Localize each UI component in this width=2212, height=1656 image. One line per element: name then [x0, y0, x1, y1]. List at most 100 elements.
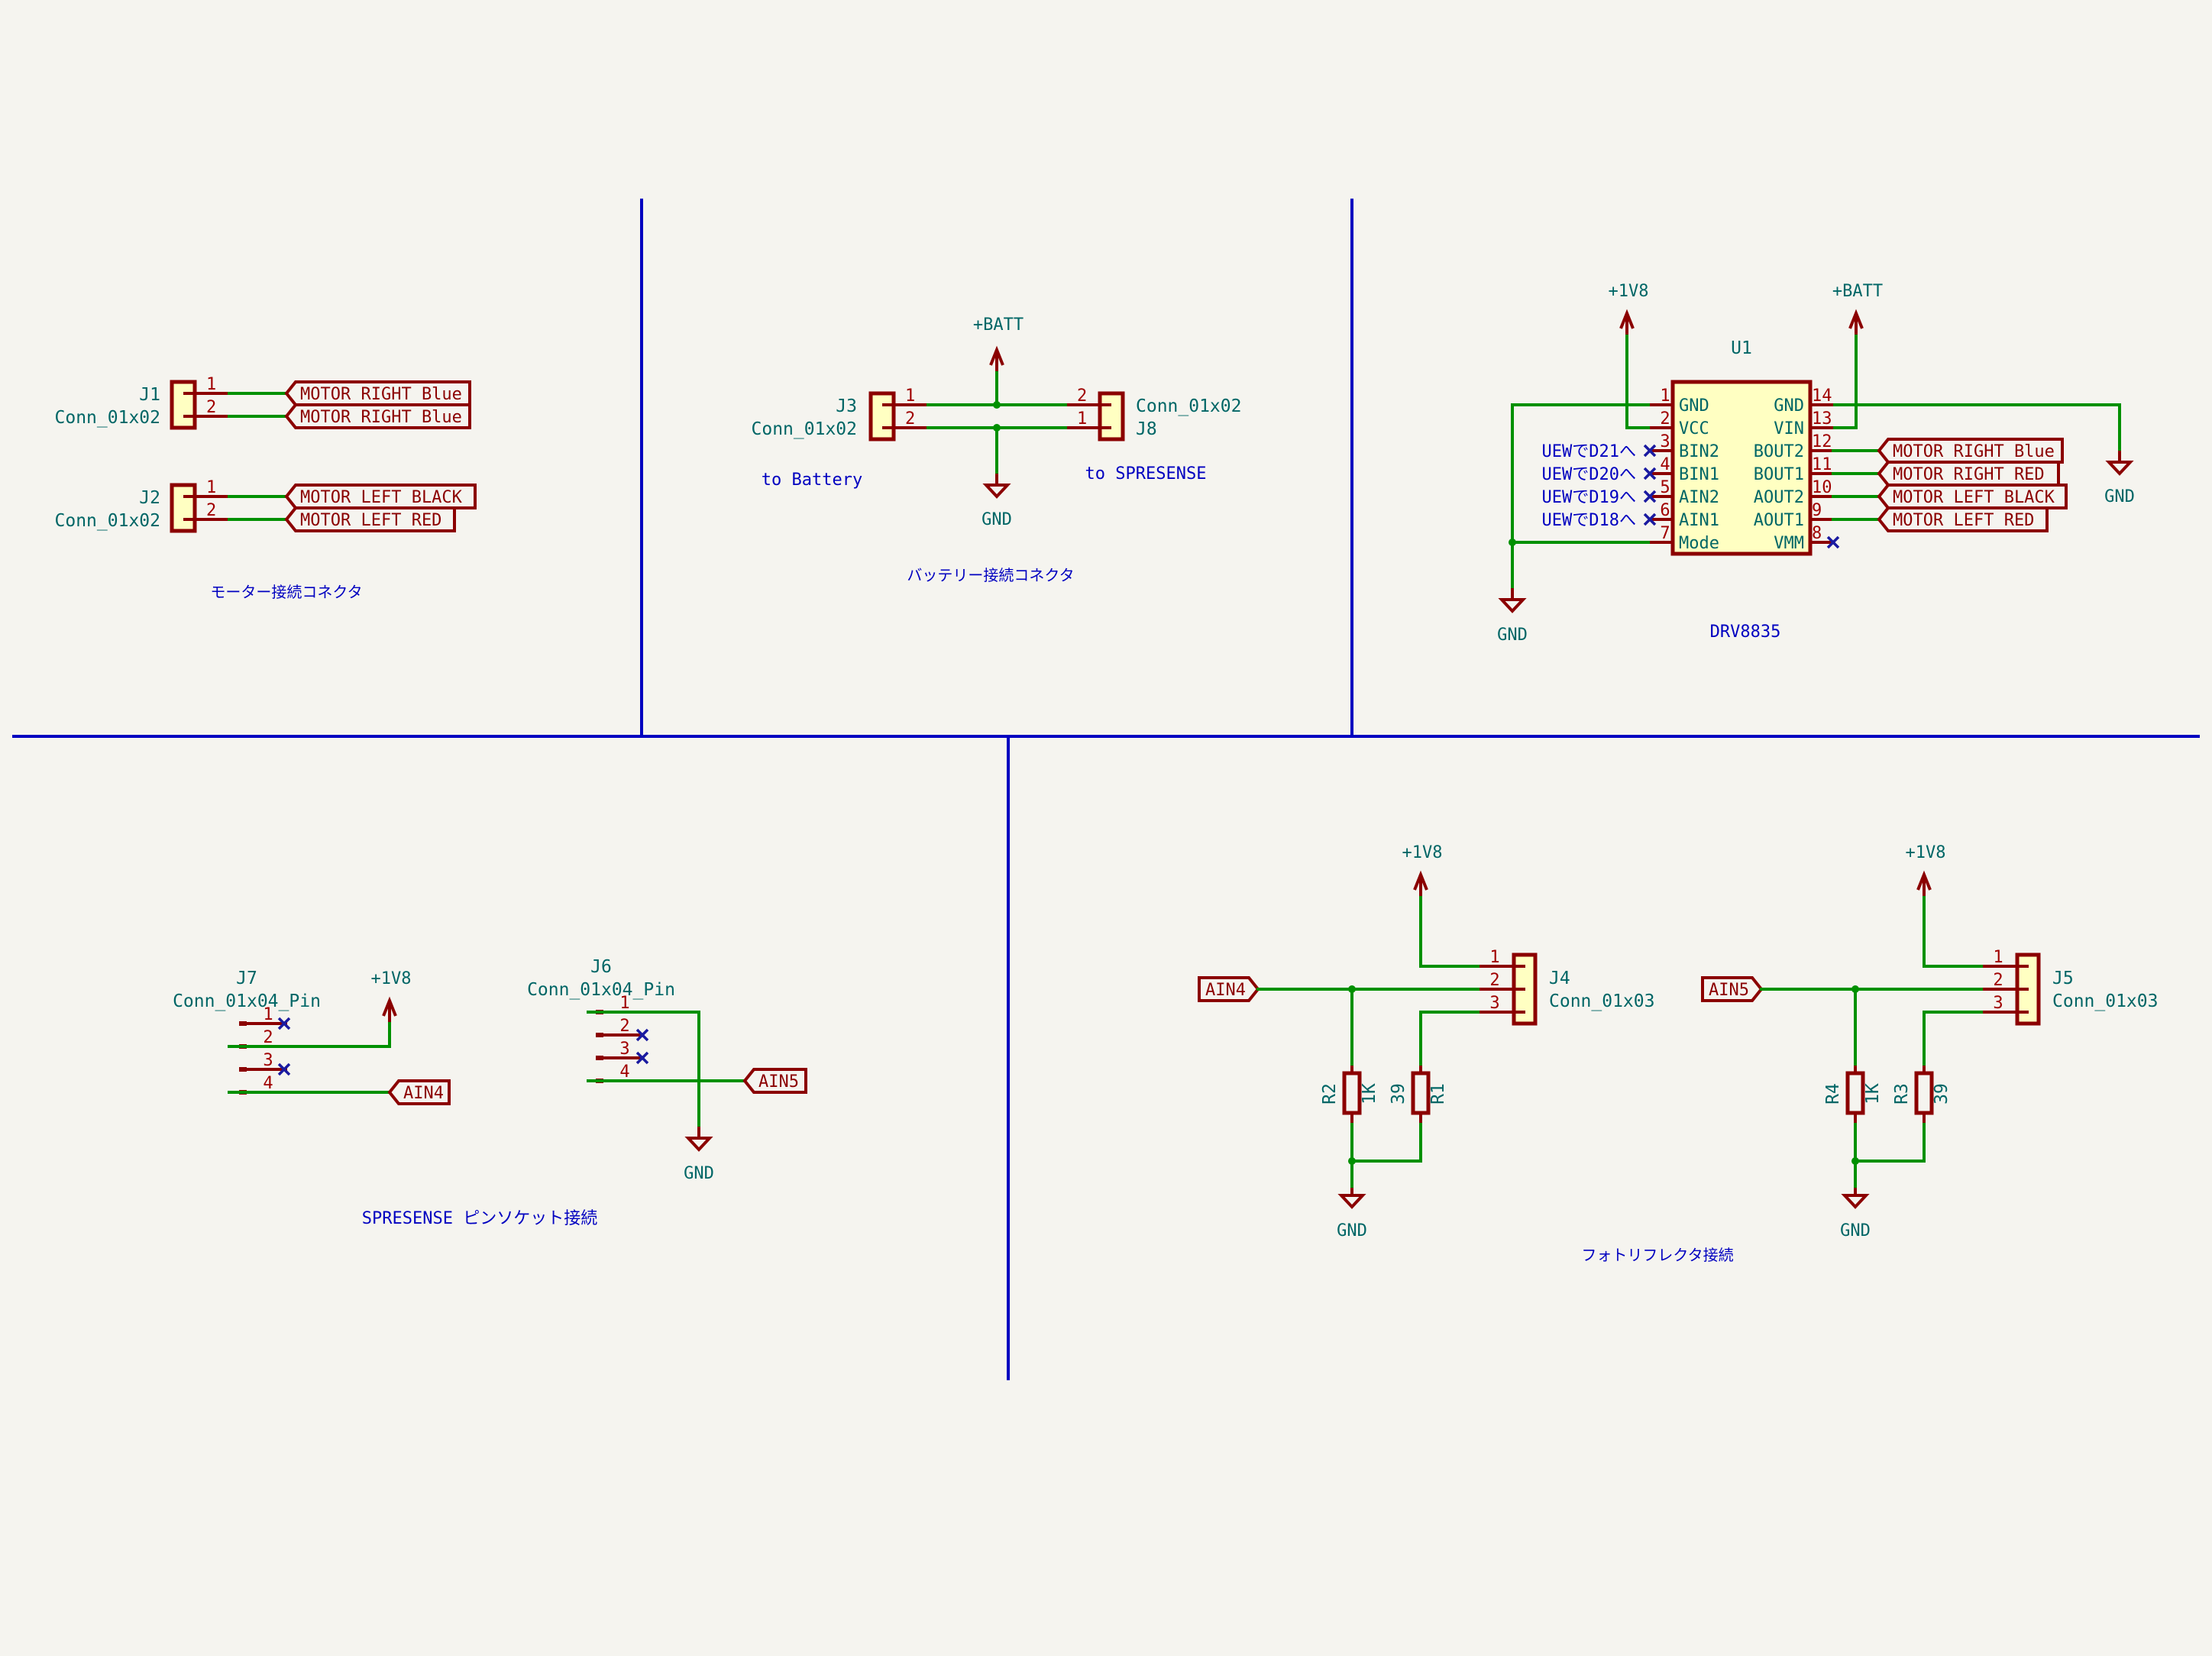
pin-number: 3	[1489, 994, 1499, 1013]
net-label-ain5-j6[interactable]: AIN5	[742, 1068, 807, 1094]
ic-u1-drv8835[interactable]: U1 DRV8835	[1670, 338, 1813, 642]
net-label-ain4[interactable]: AIN4	[1198, 976, 1260, 1002]
section-title-battery: バッテリー接続コネクタ	[907, 566, 1074, 584]
svg-text:+1V8: +1V8	[1402, 843, 1443, 862]
connector-j7[interactable]: J7 Conn_01x04_Pin	[173, 969, 321, 1011]
pin-number: 1	[206, 375, 216, 394]
value-j2: Conn_01x02	[55, 511, 160, 531]
net-label[interactable]: MOTOR RIGHT RED	[1877, 461, 2060, 487]
svg-text:+1V8: +1V8	[371, 969, 412, 988]
header-pin-2[interactable]: 2	[596, 1017, 649, 1042]
no-connect-icon	[277, 1017, 291, 1030]
net-label-motor-right-blue-2[interactable]: MOTOR RIGHT Blue	[284, 403, 471, 429]
pin-name: AOUT1	[1754, 511, 1804, 530]
pin-number: 10	[1812, 478, 1832, 497]
pin-number: 2	[206, 501, 216, 520]
pin-name: AIN1	[1679, 511, 1719, 530]
net-label-motor-right-blue-1[interactable]: MOTOR RIGHT Blue	[284, 380, 471, 406]
power-symbol-1v8-j7[interactable]: +1V8	[371, 969, 412, 1024]
ref-j4: J4	[1549, 969, 1570, 988]
svg-text:GND: GND	[981, 510, 1012, 529]
no-connect-icon	[1643, 490, 1657, 503]
svg-text:+BATT: +BATT	[973, 315, 1024, 335]
ref-j7: J7	[236, 969, 257, 988]
net-label-motor-left-red[interactable]: MOTOR LEFT RED	[284, 506, 456, 532]
power-symbol-1v8[interactable]: +1V8	[1906, 843, 1946, 898]
pin-note: UEWでD19へ	[1542, 488, 1636, 507]
power-symbol-batt-u1[interactable]: +BATT	[1832, 282, 1883, 336]
connector-j2[interactable]: J2 Conn_01x02 1 2	[55, 478, 288, 533]
svg-text:AIN4: AIN4	[1205, 981, 1246, 1000]
header-pin-1[interactable]: 1	[239, 1005, 291, 1030]
svg-text:MOTOR LEFT RED: MOTOR LEFT RED	[1893, 511, 2034, 530]
power-symbol-batt[interactable]: +BATT	[973, 315, 1024, 373]
pin-number: 1	[263, 1005, 273, 1024]
no-connect-icon	[1826, 535, 1840, 549]
value-j6: Conn_01x04_Pin	[527, 980, 675, 1000]
pin-name: AOUT2	[1754, 488, 1804, 507]
power-symbol-gnd-j6[interactable]: GND	[684, 1127, 714, 1183]
power-symbol-gnd[interactable]: GND	[981, 474, 1012, 529]
pin-number: 2	[905, 409, 915, 429]
power-symbol-1v8[interactable]: +1V8	[1402, 843, 1443, 898]
svg-text:MOTOR LEFT BLACK: MOTOR LEFT BLACK	[300, 488, 463, 507]
pin-name: BOUT1	[1754, 465, 1804, 484]
power-symbol-gnd-u1-right[interactable]: GND	[2104, 451, 2135, 506]
header-pin-3[interactable]: 3	[596, 1040, 649, 1065]
power-symbol-gnd[interactable]: GND	[1337, 1188, 1367, 1240]
net-label[interactable]: MOTOR LEFT RED	[1877, 506, 2049, 532]
net-label-ain4-j7[interactable]: AIN4	[387, 1079, 451, 1105]
connector-j6[interactable]: J6 Conn_01x04_Pin	[527, 957, 675, 1000]
pin-number: 1	[206, 478, 216, 497]
section-title-spresense: SPRESENSE ピンソケット接続	[362, 1209, 597, 1228]
pin-number: 13	[1812, 409, 1832, 429]
value-j7: Conn_01x04_Pin	[173, 991, 321, 1011]
net-label[interactable]: MOTOR LEFT BLACK	[1877, 484, 2068, 509]
pin-number: 1	[905, 387, 915, 406]
note-to-spresense: to SPRESENSE	[1085, 464, 1207, 484]
pin-number: 14	[1812, 387, 1832, 406]
power-symbol-gnd-u1-left[interactable]: GND	[1497, 588, 1528, 645]
connector-body	[1098, 391, 1125, 441]
ref-r3: R3	[1892, 1083, 1912, 1105]
header-pin-3[interactable]: 3	[239, 1051, 291, 1076]
connector-j8[interactable]: Conn_01x02 J8 2 1 to SPRESENSE	[1066, 387, 1241, 484]
net-label[interactable]: MOTOR RIGHT Blue	[1877, 438, 2064, 464]
pin-number: 2	[263, 1028, 273, 1047]
connector-j3[interactable]: J3 Conn_01x02 1 2 to Battery	[752, 387, 928, 490]
net-label-ain5[interactable]: AIN5	[1701, 976, 1764, 1002]
pin-name: VCC	[1679, 419, 1709, 438]
pin-number: 2	[1077, 387, 1087, 406]
pin-number: 2	[619, 1017, 629, 1036]
net-label-motor-left-black[interactable]: MOTOR LEFT BLACK	[284, 484, 477, 509]
power-symbol-gnd[interactable]: GND	[1840, 1188, 1871, 1240]
junction-dot	[1348, 1157, 1356, 1165]
pin-name: AIN2	[1679, 488, 1719, 507]
junction-dot	[1851, 985, 1859, 993]
power-symbol-1v8-u1[interactable]: +1V8	[1609, 282, 1649, 336]
connector-j1[interactable]: J1 Conn_01x02 1 2	[55, 375, 288, 430]
pin-number: 4	[263, 1074, 273, 1093]
